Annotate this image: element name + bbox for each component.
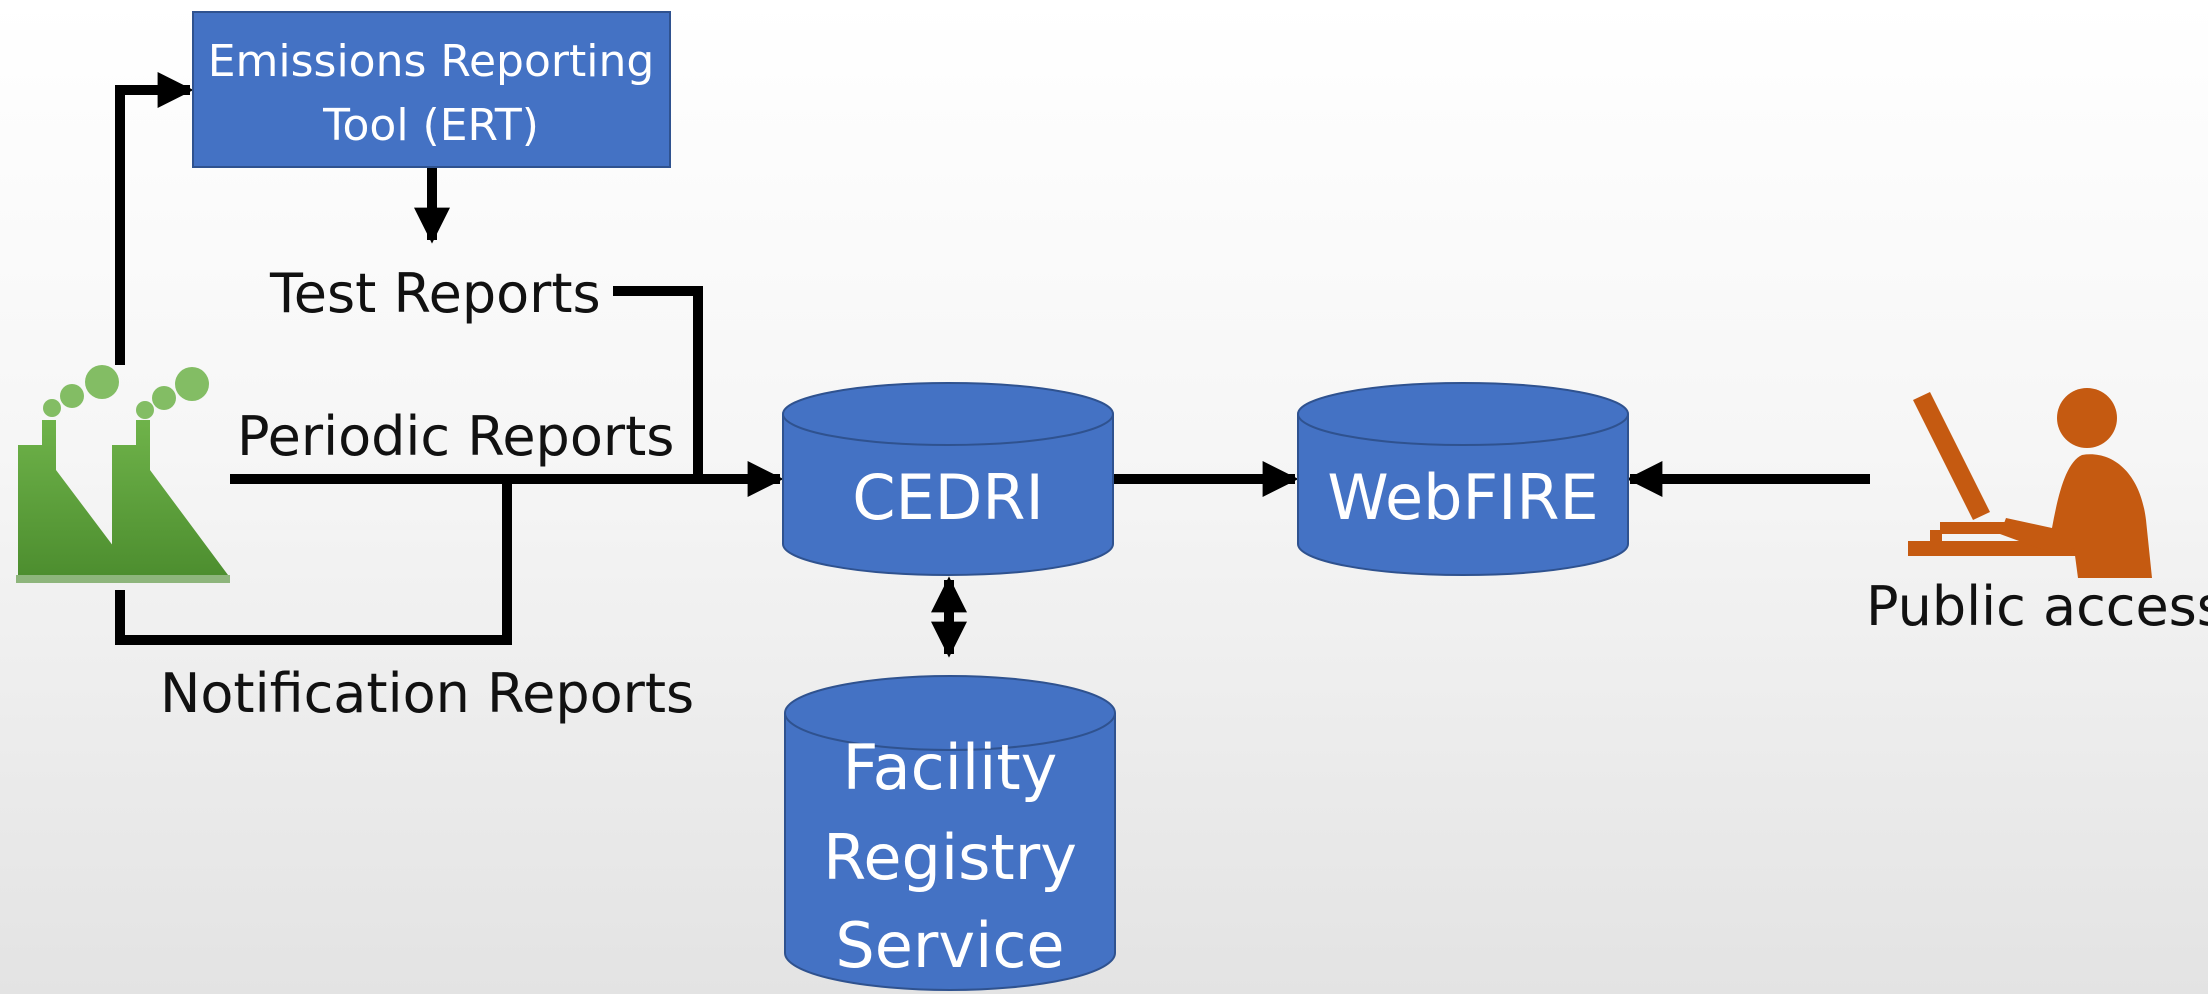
frs-label-line2: Registry [823,821,1077,894]
person-at-computer-icon [1908,388,2152,578]
frs-database: Facility Registry Service [784,675,1116,991]
test-reports-connector [613,286,703,479]
notification-reports-connector [115,479,512,645]
ert-box-line1: Emissions Reporting [208,36,655,87]
periodic-reports-label: Periodic Reports [237,405,674,468]
cedri-label: CEDRI [852,461,1044,534]
ert-box: Emissions Reporting Tool (ERT) [192,11,671,168]
public-access-label: Public access [1866,575,2208,638]
factory-to-ert-arrow [115,72,194,365]
frs-label-line3: Service [835,909,1064,982]
webfire-database: WebFIRE [1297,382,1629,576]
test-reports-label: Test Reports [269,262,601,325]
notification-reports-label: Notification Reports [160,662,694,725]
factory-icon [16,365,230,583]
frs-label-line1: Facility [843,731,1058,804]
cedri-database: CEDRI [782,382,1114,576]
ert-box-line2: Tool (ERT) [322,100,539,151]
webfire-label: WebFIRE [1327,461,1598,534]
